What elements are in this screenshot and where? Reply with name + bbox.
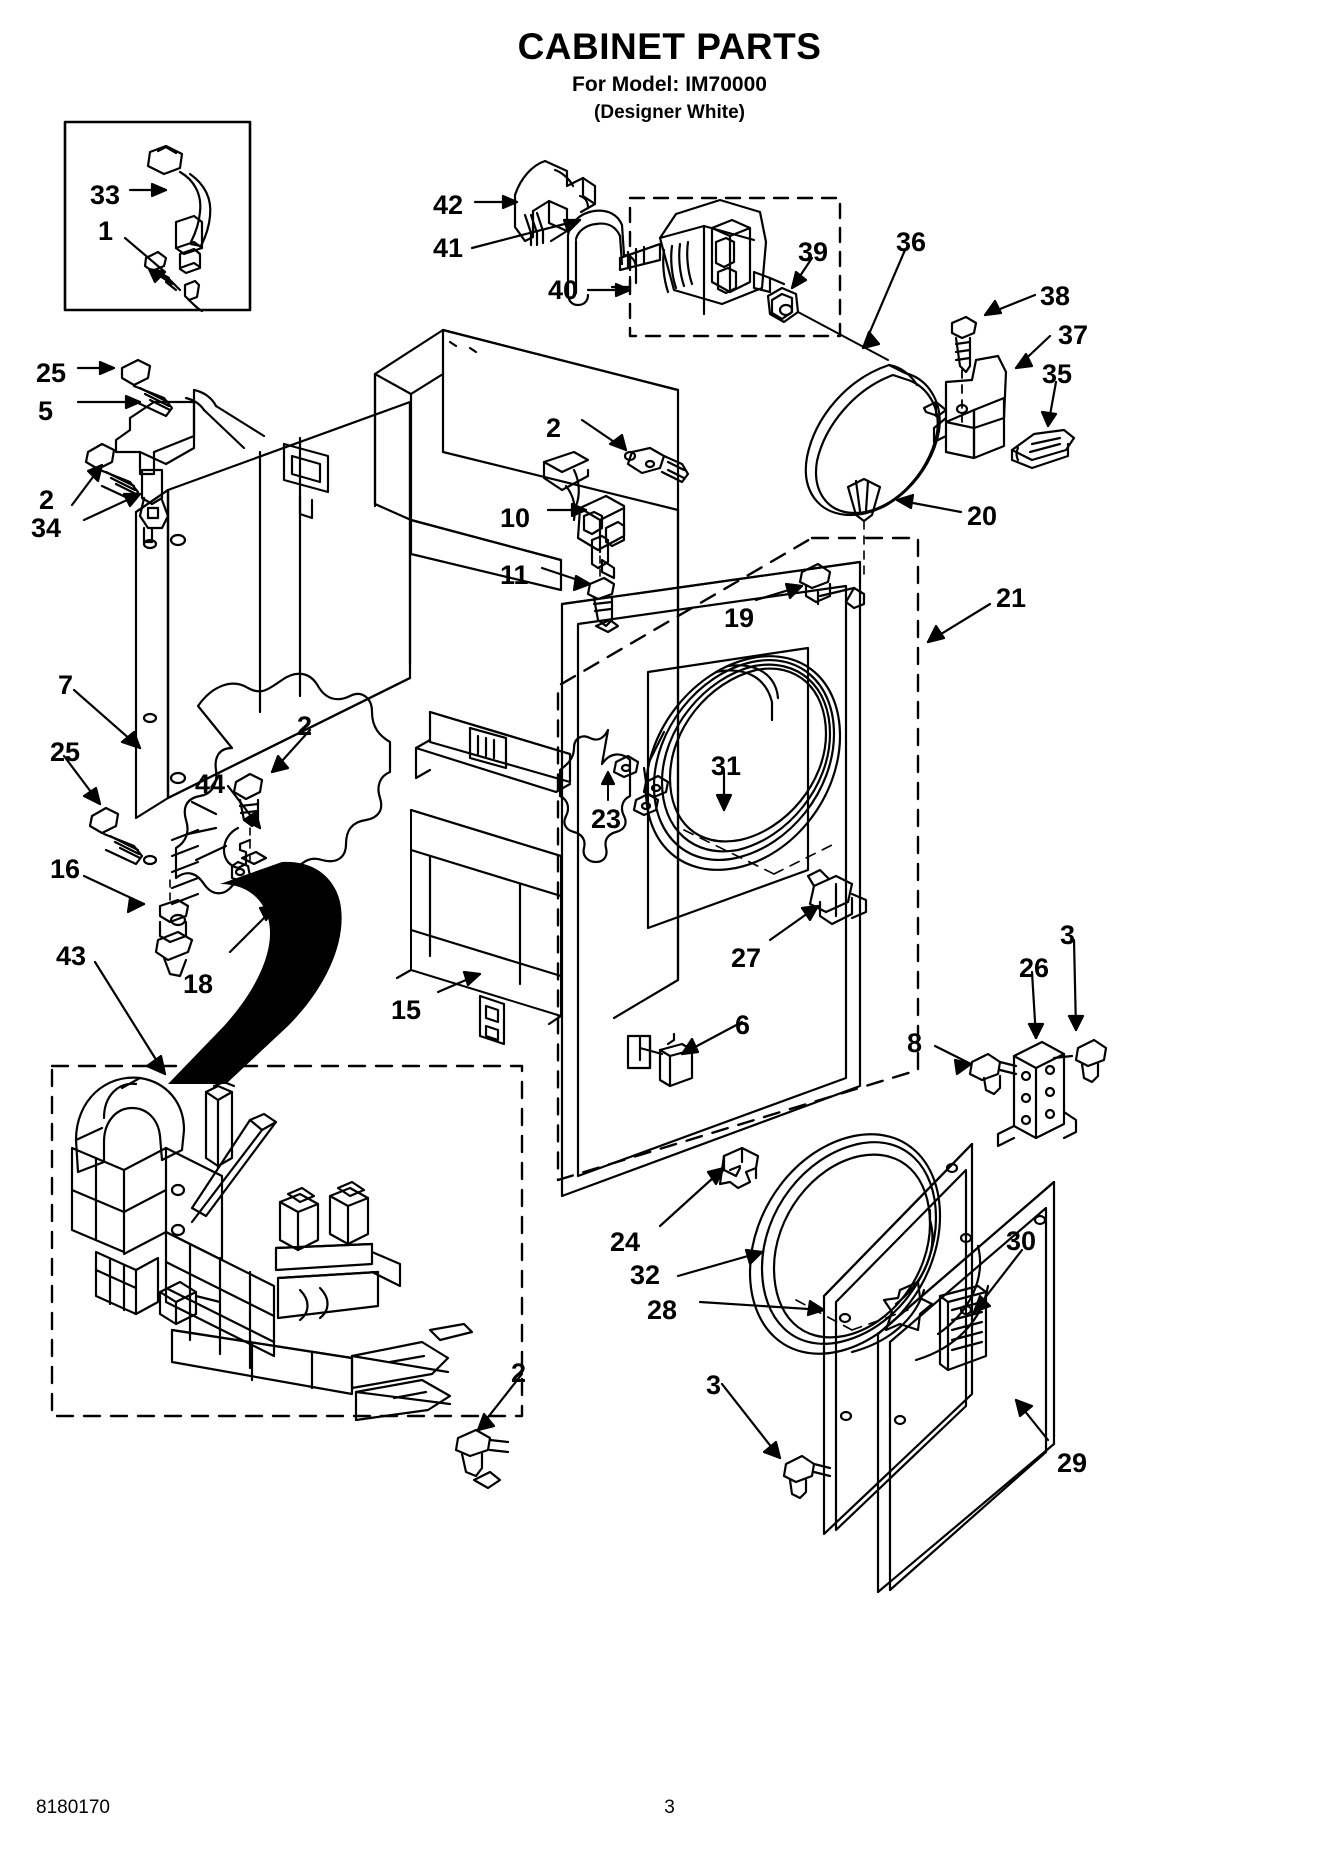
part-2-bottom-screw xyxy=(454,1372,524,1490)
callout-34: 34 xyxy=(31,513,62,543)
part-2-left-screw xyxy=(70,442,140,507)
part-10-thermostat xyxy=(542,450,626,580)
detail-dashed-motor xyxy=(628,196,842,338)
part-7-pointer xyxy=(72,688,142,750)
callout-16: 16 xyxy=(50,854,81,884)
callout-27: 27 xyxy=(731,943,762,973)
callout-33: 33 xyxy=(90,180,121,210)
callout-25-bottom: 25 xyxy=(50,737,81,767)
page-footer: 8180170 3 xyxy=(0,1797,1339,1821)
callout-3-bottom: 3 xyxy=(706,1370,722,1400)
callout-30: 30 xyxy=(1006,1226,1037,1256)
callout-31: 31 xyxy=(711,751,742,781)
callout-19: 19 xyxy=(724,603,755,633)
page-number: 3 xyxy=(664,1797,675,1818)
callout-28: 28 xyxy=(647,1295,678,1325)
callout-15: 15 xyxy=(391,995,422,1025)
callout-39: 39 xyxy=(798,237,829,267)
callout-23: 23 xyxy=(591,804,622,834)
model-variant: (Designer White) xyxy=(594,101,745,123)
part-2-top-screw xyxy=(580,418,690,484)
part-34-clip xyxy=(82,468,170,544)
callout-20: 20 xyxy=(967,501,998,531)
part-36-drive-belt xyxy=(804,248,941,517)
part-3-hinge-screw-right xyxy=(1052,938,1108,1084)
detail-inset-thermistor xyxy=(63,120,252,313)
part-20-hole-plug xyxy=(846,477,963,578)
callout-10: 10 xyxy=(500,503,531,533)
part-28-inner-door-panel xyxy=(698,1142,974,1536)
callout-8: 8 xyxy=(907,1028,923,1058)
part-25-top-screw xyxy=(76,358,174,418)
callout-29: 29 xyxy=(1057,1448,1088,1478)
page-title: CABINET PARTS xyxy=(517,26,822,67)
callout-21: 21 xyxy=(996,583,1027,613)
callout-32: 32 xyxy=(630,1260,661,1290)
part-3-door-screw xyxy=(720,1382,832,1500)
callout-37: 37 xyxy=(1058,320,1089,350)
callout-40: 40 xyxy=(548,275,579,305)
part-37-bracket xyxy=(922,334,1052,460)
detail-dashed-front-panel xyxy=(556,536,920,1182)
part-35-terminal xyxy=(1010,380,1076,470)
part-38-screw xyxy=(950,293,1037,423)
part-30-door-handle xyxy=(882,1248,1024,1372)
callout-2-top: 2 xyxy=(546,413,562,443)
callout-24: 24 xyxy=(610,1227,641,1257)
callout-35: 35 xyxy=(1042,359,1073,389)
detail-dashed-blower-assembly xyxy=(50,1064,524,1418)
part-39-motor-pulley xyxy=(766,256,889,361)
part-25-lower-screw xyxy=(62,754,144,866)
part-15-pointer xyxy=(436,970,482,994)
part-32-door-seal xyxy=(676,1133,942,1355)
callout-42: 42 xyxy=(433,190,464,220)
part-29-pointer xyxy=(1014,1398,1050,1442)
callout-7: 7 xyxy=(58,670,74,700)
callout-18: 18 xyxy=(183,969,214,999)
model-subtitle: For Model: IM70000 xyxy=(572,73,767,97)
callout-2-bottom: 2 xyxy=(511,1358,527,1388)
callout-43: 43 xyxy=(56,941,87,971)
callout-38: 38 xyxy=(1040,281,1071,311)
callout-25-top: 25 xyxy=(36,358,67,388)
callout-3-top: 3 xyxy=(1060,920,1076,950)
part-26-hinge xyxy=(996,970,1078,1148)
callout-6: 6 xyxy=(735,1010,751,1040)
part-5-bracket xyxy=(76,388,266,476)
part-18-pointer xyxy=(228,904,278,954)
part-21-front-panel xyxy=(558,560,992,1198)
page-header: CABINET PARTS For Model: IM70000 (Design… xyxy=(0,0,1339,125)
callout-44: 44 xyxy=(195,769,226,799)
part-11-screw xyxy=(540,555,620,634)
callout-2-left: 2 xyxy=(39,485,55,515)
document-number: 8180170 xyxy=(36,1797,110,1818)
callout-5: 5 xyxy=(38,396,54,426)
part-24-clip xyxy=(658,1146,760,1228)
callout-2-mid: 2 xyxy=(297,711,313,741)
part-16-leveling-leg xyxy=(82,874,194,978)
part-42-bracket xyxy=(473,159,597,247)
callout-36: 36 xyxy=(896,227,927,257)
callout-11: 11 xyxy=(500,560,529,590)
part-8-hinge-screw-left xyxy=(933,1044,1018,1096)
part-40-drive-motor xyxy=(586,198,786,316)
part-43-blower-assembly xyxy=(70,960,474,1422)
cabinet-shell xyxy=(134,328,680,1084)
callout-1: 1 xyxy=(98,216,114,246)
callout-41: 41 xyxy=(433,233,464,263)
callout-26: 26 xyxy=(1019,953,1050,983)
